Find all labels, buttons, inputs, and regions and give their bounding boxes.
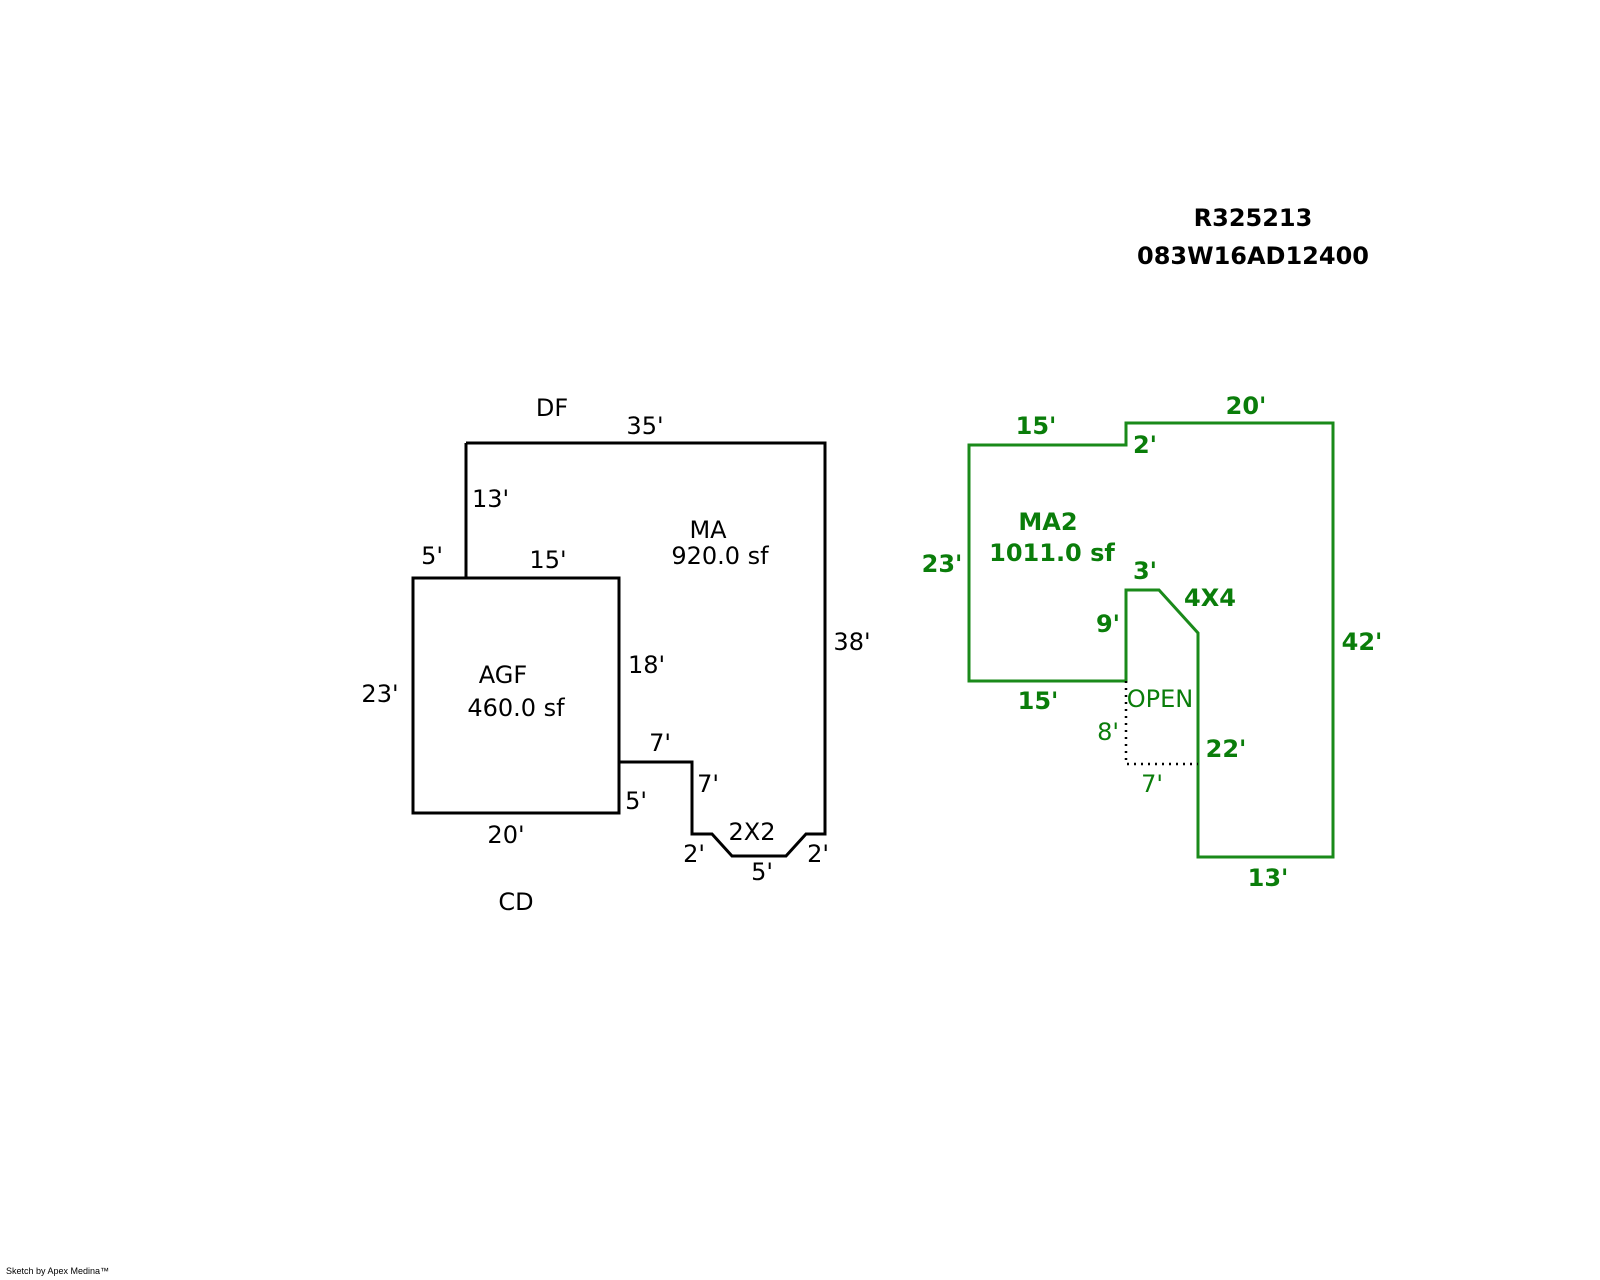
area-value-ma2: 1011.0 sf — [989, 539, 1115, 567]
account-id: R325213 — [1194, 204, 1313, 232]
dim-inner-right: 22' — [1206, 735, 1247, 763]
dim-top-right: 20' — [1226, 392, 1267, 420]
dim-open-horizontal: 7' — [1141, 770, 1163, 798]
dim-agf-top: 15' — [529, 546, 566, 574]
dim-right: 42' — [1342, 628, 1383, 656]
area-code-agf: AGF — [479, 661, 527, 689]
dim-inner-left: 9' — [1096, 610, 1120, 638]
area-value-ma: 920.0 sf — [671, 542, 769, 570]
ma-outline — [466, 441, 827, 858]
label-open: OPEN — [1127, 685, 1193, 713]
dim-bay-right: 2' — [807, 840, 829, 868]
label-bay-4x4: 4X4 — [1184, 584, 1236, 612]
dim-left: 23' — [922, 550, 963, 578]
dim-ma-right: 38' — [833, 628, 870, 656]
dim-bottom-left: 15' — [1018, 687, 1059, 715]
dim-bay-left: 2' — [683, 840, 705, 868]
dim-open-vertical: 8' — [1097, 718, 1119, 746]
sketch-credit: Sketch by Apex Medina™ — [6, 1266, 109, 1276]
dim-top-step: 2' — [1133, 431, 1157, 459]
dim-step-side: 7' — [697, 770, 719, 798]
ma2-outline — [967, 421, 1335, 859]
area-code-ma: MA — [689, 516, 727, 544]
dim-bottom-right: 13' — [1248, 864, 1289, 892]
dim-agf-top-left: 5' — [421, 542, 443, 570]
building-1: DF 35' 13' MA 920.0 sf 5' 15' 23' AGF 46… — [361, 394, 870, 916]
dim-ma-left-upper: 13' — [472, 485, 509, 513]
dim-agf-right-lower: 5' — [625, 787, 647, 815]
area-code-ma2: MA2 — [1018, 508, 1077, 536]
label-cd: CD — [498, 888, 533, 916]
dim-agf-left: 23' — [361, 680, 398, 708]
label-bay-2x2: 2X2 — [729, 818, 776, 846]
agf-outline — [411, 576, 621, 815]
dim-top-left: 15' — [1016, 412, 1057, 440]
dim-step-top: 7' — [649, 729, 671, 757]
dim-agf-right: 18' — [628, 651, 665, 679]
area-value-agf: 460.0 sf — [467, 694, 565, 722]
dim-bay-bottom: 5' — [751, 858, 773, 886]
building-2: 15' 20' 2' MA2 1011.0 sf 23' 3' 4X4 9' 4… — [922, 392, 1383, 892]
dim-agf-bottom: 20' — [487, 821, 524, 849]
dim-inner-top: 3' — [1133, 557, 1157, 585]
label-df: DF — [536, 394, 568, 422]
map-tax-lot: 083W16AD12400 — [1137, 242, 1369, 270]
dim-ma-top: 35' — [626, 412, 663, 440]
